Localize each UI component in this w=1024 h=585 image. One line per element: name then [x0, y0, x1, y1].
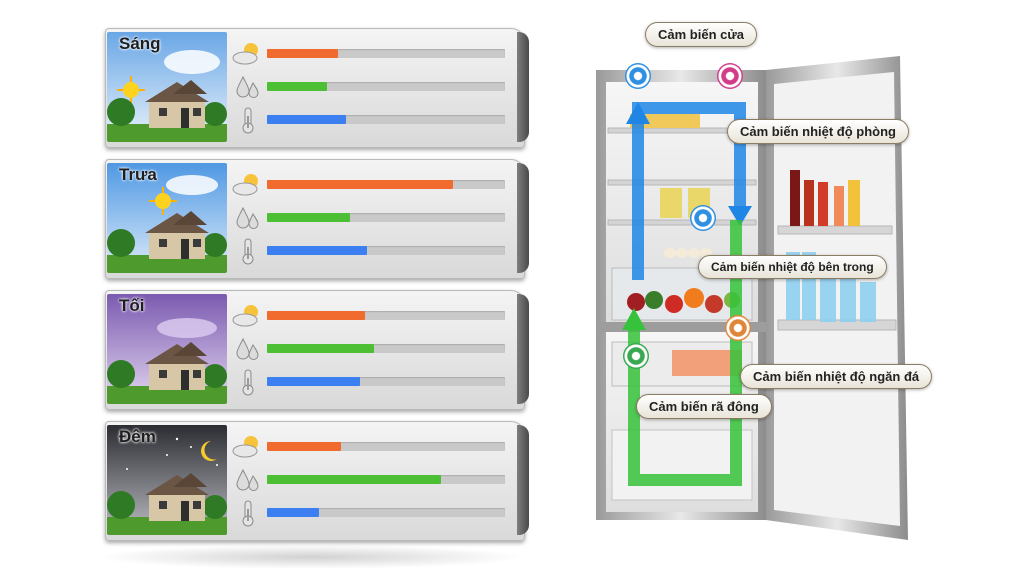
meter-row [231, 302, 507, 330]
scene-image [107, 163, 227, 273]
door-sensor-label: Cảm biến cửa [645, 22, 757, 47]
meter-row [231, 171, 507, 199]
meter-track [267, 311, 505, 320]
fridge-illustration: Cảm biến cửa Cảm biến nhiệt độ phòng Cảm… [590, 20, 1020, 580]
defrost-sensor-icon [623, 343, 649, 369]
card-tab [517, 163, 529, 273]
meter-fill [267, 180, 453, 189]
period-card-night: Đêm [105, 421, 529, 541]
meter-row [231, 499, 507, 527]
period-card-evening: Tối [105, 290, 529, 410]
meter-row [231, 335, 507, 363]
scene-image [107, 294, 227, 404]
defrost-sensor-label: Cảm biến rã đông [636, 394, 772, 419]
fridge-drawing [596, 56, 908, 540]
period-label: Tối [119, 296, 145, 315]
meter-track [267, 344, 505, 353]
freezer-temp-sensor-label: Cảm biến nhiệt độ ngăn đá [740, 364, 933, 389]
card-tab [517, 32, 529, 142]
meter-fill [267, 344, 375, 353]
water-drops-icon [231, 204, 265, 232]
card-tab [517, 294, 529, 404]
sun-icon [155, 193, 171, 209]
meter-row [231, 237, 507, 265]
sun-cloud-icon [231, 40, 265, 68]
meter-fill [267, 508, 320, 517]
meter-fill [267, 311, 365, 320]
water-drops-icon [231, 73, 265, 101]
inside-temp-sensor-icon [690, 205, 716, 231]
period-card-noon: Trưa [105, 159, 529, 279]
meter-track [267, 508, 505, 517]
water-drops-icon [231, 335, 265, 363]
meter-track [267, 377, 505, 386]
meter-fill [267, 475, 441, 484]
reflection-shadow [95, 545, 525, 569]
meter-row [231, 368, 507, 396]
sun-icon [123, 82, 139, 98]
meter-fill [267, 82, 327, 91]
meter-fill [267, 377, 360, 386]
meter-row [231, 466, 507, 494]
room-temp-sensor-icon [717, 63, 743, 89]
meter-track [267, 442, 505, 451]
freezer-temp-sensor-icon [725, 315, 751, 341]
thermometer-icon [231, 237, 265, 265]
period-label: Trưa [119, 165, 157, 184]
door-sensor-icon [625, 63, 651, 89]
meter-track [267, 115, 505, 124]
meter-track [267, 82, 505, 91]
meter-row [231, 73, 507, 101]
meter-track [267, 475, 505, 484]
meter-fill [267, 49, 339, 58]
meter-fill [267, 115, 346, 124]
meter-row [231, 106, 507, 134]
meter-fill [267, 246, 367, 255]
room-temp-sensor-label: Cảm biến nhiệt độ phòng [727, 119, 909, 144]
water-drops-icon [231, 466, 265, 494]
meter-track [267, 213, 505, 222]
meter-track [267, 180, 505, 189]
thermometer-icon [231, 368, 265, 396]
period-label: Đêm [119, 427, 156, 446]
period-card-morning: Sáng [105, 28, 529, 148]
thermometer-icon [231, 106, 265, 134]
inside-temp-sensor-label: Cảm biến nhiệt độ bên trong [698, 255, 887, 279]
card-tab [517, 425, 529, 535]
period-label: Sáng [119, 34, 161, 53]
meter-track [267, 49, 505, 58]
moon-icon [201, 441, 217, 461]
thermometer-icon [231, 499, 265, 527]
meter-row [231, 204, 507, 232]
scene-image [107, 32, 227, 142]
meter-track [267, 246, 505, 255]
scene-image [107, 425, 227, 535]
meter-row [231, 433, 507, 461]
meter-fill [267, 442, 341, 451]
sun-cloud-icon [231, 433, 265, 461]
sun-cloud-icon [231, 302, 265, 330]
meter-fill [267, 213, 351, 222]
meter-row [231, 40, 507, 68]
sun-cloud-icon [231, 171, 265, 199]
